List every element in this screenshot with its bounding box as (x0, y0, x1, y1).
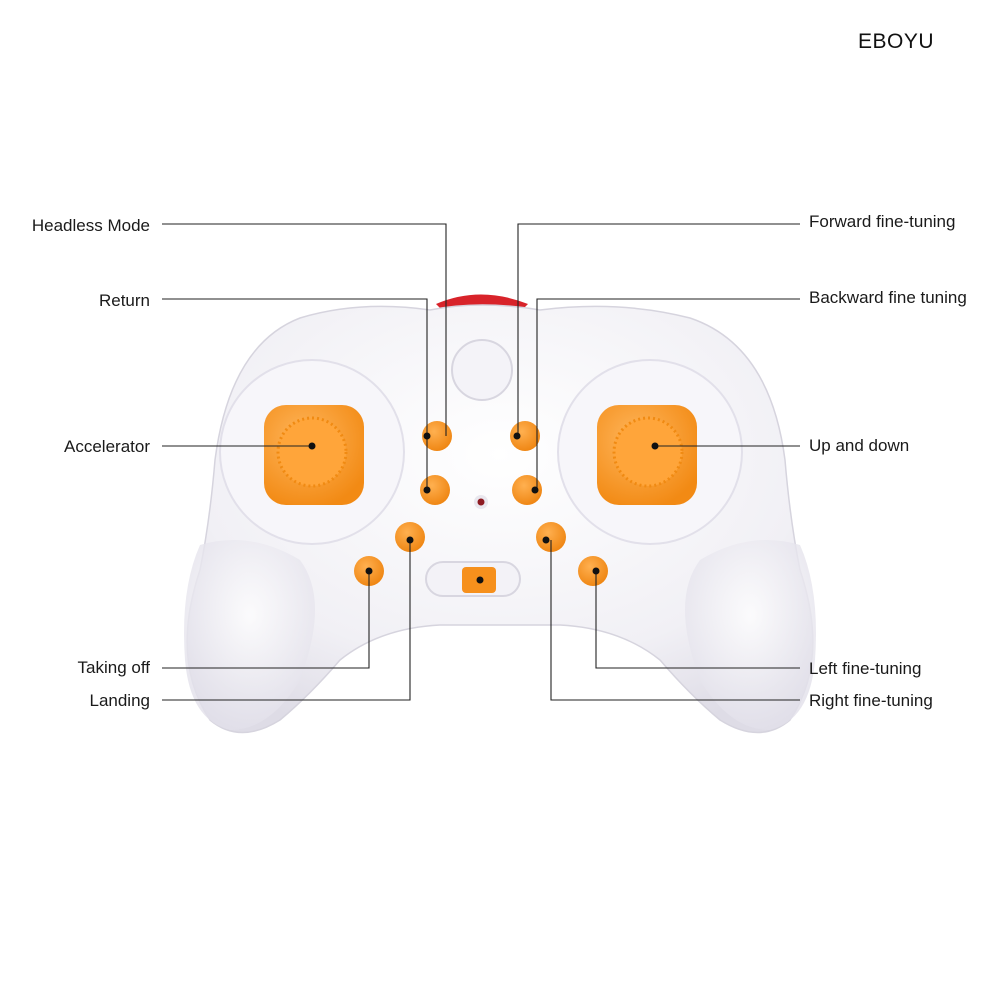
button-headless-mode[interactable] (422, 421, 452, 451)
power-button[interactable] (451, 339, 513, 401)
label-return: Return (98, 291, 150, 310)
label-left-fine-tuning: Left fine-tuning (809, 659, 922, 678)
left-grip (184, 540, 315, 730)
right-grip (685, 540, 816, 730)
label-headless-mode: Headless Mode (31, 216, 150, 235)
right-stick-cap[interactable] (612, 416, 684, 488)
leader-landing (162, 540, 411, 701)
leader-forward-fine-tuning (517, 223, 800, 436)
leader-backward-fine-tuning (536, 298, 800, 490)
leader-lines (162, 223, 800, 701)
label-landing: Landing (89, 691, 150, 710)
leader-left-fine-tuning (595, 571, 800, 669)
button-right-fine-tuning[interactable] (536, 522, 566, 552)
label-accelerator: Accelerator (64, 437, 150, 456)
button-backward-fine-tuning[interactable] (512, 475, 542, 505)
leader-headless-mode (162, 223, 447, 436)
label-backward-fine-tuning: Backward fine tuning (809, 288, 967, 307)
label-forward-fine-tuning: Forward fine-tuning (809, 212, 956, 231)
brand-logo-text: EBOYU (858, 30, 935, 53)
leader-dots (308, 432, 659, 584)
leader-return (162, 298, 428, 490)
left-stick-cap[interactable] (276, 416, 348, 488)
label-right-fine-tuning: Right fine-tuning (809, 691, 933, 710)
status-led-light (477, 498, 485, 506)
leader-right-fine-tuning (550, 540, 800, 701)
label-taking-off: Taking off (77, 658, 150, 677)
label-up-and-down: Up and down (809, 436, 910, 455)
leader-taking-off (162, 571, 370, 669)
